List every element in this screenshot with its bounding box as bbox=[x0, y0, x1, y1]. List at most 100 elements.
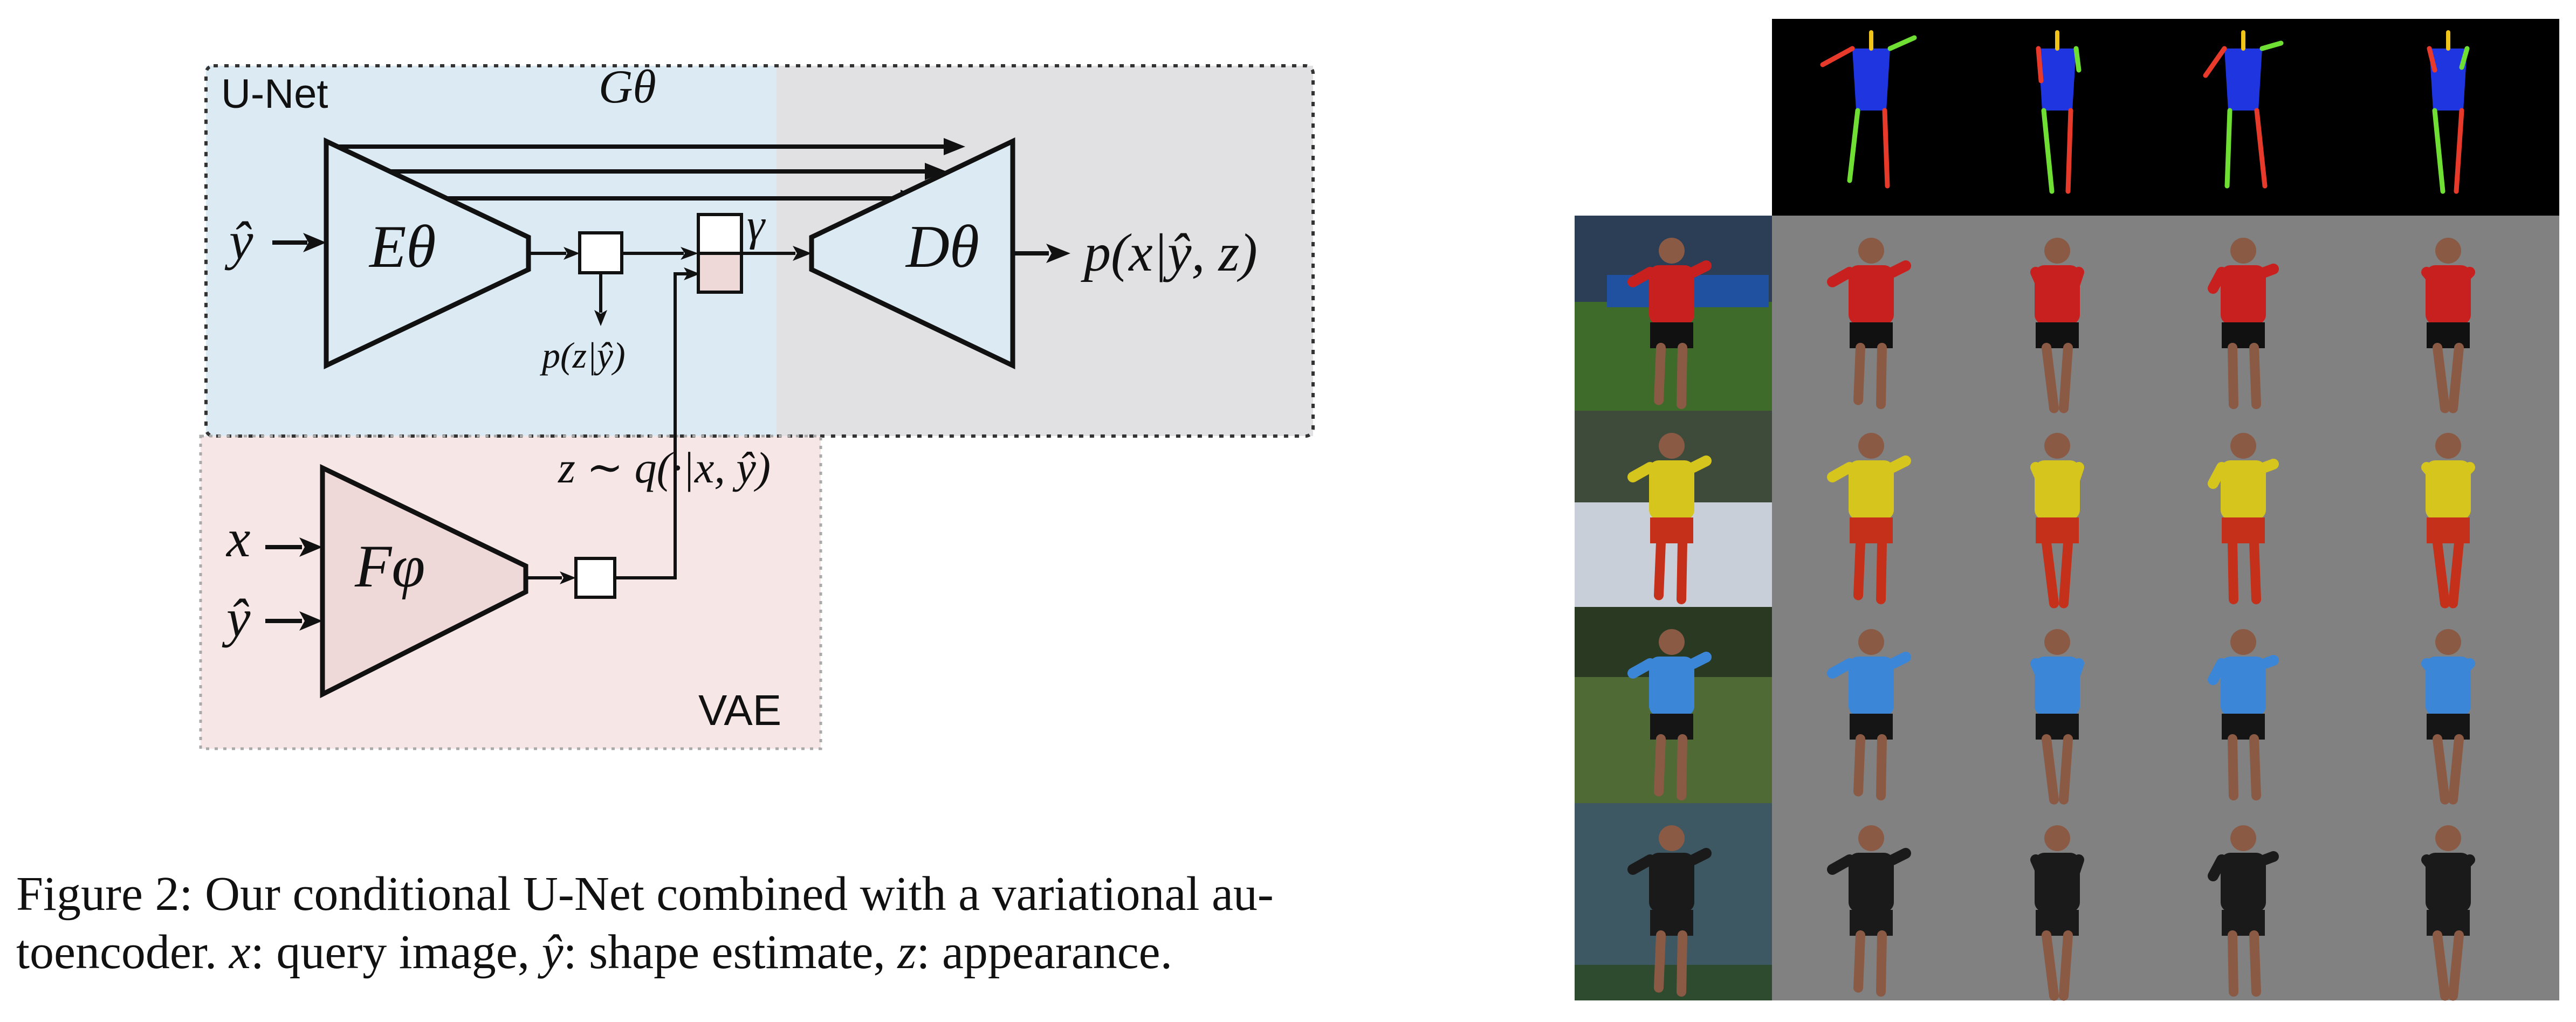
person-arm bbox=[1887, 652, 1911, 669]
output-label: p(x|ŷ, z) bbox=[1081, 223, 1258, 282]
person-leg bbox=[1677, 538, 1687, 604]
decoder-shape bbox=[809, 137, 1015, 370]
caption-z: z bbox=[897, 926, 917, 979]
pose-leg-right bbox=[2065, 108, 2073, 194]
person-head bbox=[1659, 238, 1685, 264]
person-shorts bbox=[2427, 322, 2470, 348]
person-shirt bbox=[2035, 657, 2080, 716]
person-leg bbox=[2433, 538, 2450, 609]
person-arm bbox=[2030, 267, 2050, 297]
person-arm bbox=[1627, 854, 1655, 875]
concat-bottom-box bbox=[697, 252, 743, 294]
decoder-label: Dθ bbox=[905, 213, 979, 280]
person-arm bbox=[2259, 264, 2279, 278]
person-head bbox=[2230, 629, 2256, 655]
person-shirt bbox=[2035, 460, 2080, 520]
input-yhat-label: ŷ bbox=[224, 211, 253, 271]
person-shorts bbox=[1650, 910, 1693, 936]
generator-label: Gθ bbox=[599, 61, 656, 113]
latent-prior-box bbox=[578, 231, 623, 274]
person-leg bbox=[2249, 930, 2261, 997]
person-leg bbox=[2059, 343, 2073, 413]
person-shorts bbox=[2427, 910, 2470, 936]
person-head bbox=[1858, 629, 1884, 655]
person-arm bbox=[1827, 658, 1855, 679]
person-shorts bbox=[2222, 517, 2265, 543]
person-arm bbox=[2030, 462, 2050, 492]
person-head bbox=[1858, 238, 1884, 264]
person-leg bbox=[2042, 538, 2059, 609]
person-arm bbox=[2454, 462, 2475, 484]
person-arm bbox=[2030, 854, 2050, 885]
person-arm bbox=[2454, 658, 2475, 680]
person-arm bbox=[2259, 459, 2279, 473]
person-shorts bbox=[2036, 714, 2079, 740]
vae-label: VAE bbox=[698, 686, 781, 734]
person-shirt bbox=[1849, 657, 1894, 716]
person-arm bbox=[1627, 267, 1655, 287]
person-leg bbox=[1654, 734, 1666, 797]
pose-arm-right bbox=[1820, 46, 1855, 67]
vae-encoder-label: Fφ bbox=[354, 533, 425, 600]
person-leg bbox=[2433, 930, 2450, 1001]
person-arm bbox=[2069, 462, 2084, 486]
person-shirt bbox=[1849, 265, 1894, 324]
person-arm bbox=[2259, 851, 2279, 865]
pose-arm-left bbox=[1887, 35, 1917, 51]
person-leg bbox=[2042, 734, 2059, 805]
caption-line2d: : appearance. bbox=[916, 926, 1173, 979]
person-arm bbox=[2208, 854, 2227, 881]
person-arm bbox=[1688, 848, 1712, 865]
person-arm bbox=[2421, 267, 2443, 291]
person-leg bbox=[2059, 538, 2073, 609]
person-shorts bbox=[2222, 714, 2265, 740]
person-leg bbox=[2433, 734, 2450, 805]
person-leg bbox=[1876, 538, 1887, 604]
pose-leg-left bbox=[2224, 108, 2232, 189]
person-leg bbox=[1876, 734, 1887, 800]
caption-yhat: ŷ bbox=[541, 926, 564, 979]
person-arm bbox=[1688, 652, 1712, 669]
person-leg bbox=[2228, 734, 2238, 800]
person-head bbox=[2230, 433, 2256, 459]
person-arm bbox=[2421, 854, 2443, 878]
person-arm bbox=[2208, 658, 2227, 685]
person-shorts bbox=[2036, 517, 2079, 543]
unet-label: U-Net bbox=[221, 71, 328, 117]
person-arm bbox=[1627, 462, 1655, 482]
person-shirt bbox=[1849, 460, 1894, 520]
person-shorts bbox=[2222, 322, 2265, 348]
person-shorts bbox=[2036, 322, 2079, 348]
pose-arm-left bbox=[2459, 46, 2470, 70]
person-arm bbox=[2454, 854, 2475, 876]
person-head bbox=[2230, 825, 2256, 851]
person-leg bbox=[2448, 343, 2464, 413]
person-head bbox=[2044, 629, 2070, 655]
person-head bbox=[2044, 238, 2070, 264]
person-head bbox=[2044, 433, 2070, 459]
pose-arm-left bbox=[2073, 46, 2082, 73]
caption-line2a: toencoder. bbox=[16, 926, 229, 979]
person-leg bbox=[1853, 343, 1865, 405]
person-shorts bbox=[2427, 517, 2470, 543]
sample-label: z ∼ q(·|x, ŷ) bbox=[558, 443, 771, 492]
latent-sample-box bbox=[574, 557, 616, 599]
person-shirt bbox=[1849, 853, 1894, 912]
person-leg bbox=[1677, 343, 1687, 409]
person-shorts bbox=[2036, 910, 2079, 936]
person-leg bbox=[1654, 930, 1666, 993]
vae-encoder-shape bbox=[320, 464, 528, 699]
person-arm bbox=[1688, 455, 1712, 473]
person-shirt bbox=[1649, 853, 1694, 912]
person-arm bbox=[2069, 267, 2084, 291]
generator-border bbox=[204, 64, 1315, 438]
person-leg bbox=[2448, 930, 2464, 1001]
pose-leg-left bbox=[1847, 108, 1860, 183]
caption-line2c: : shape estimate, bbox=[563, 926, 898, 979]
person-leg bbox=[1876, 930, 1887, 997]
encoder-shape bbox=[324, 137, 531, 370]
architecture-diagram: U-Net Gθ VAE Eθ Dθ ŷ p(z|ŷ) bbox=[199, 61, 1315, 750]
person-head bbox=[2044, 825, 2070, 851]
gamma-label: γ bbox=[747, 200, 766, 250]
pose-arm-right bbox=[2203, 46, 2227, 78]
